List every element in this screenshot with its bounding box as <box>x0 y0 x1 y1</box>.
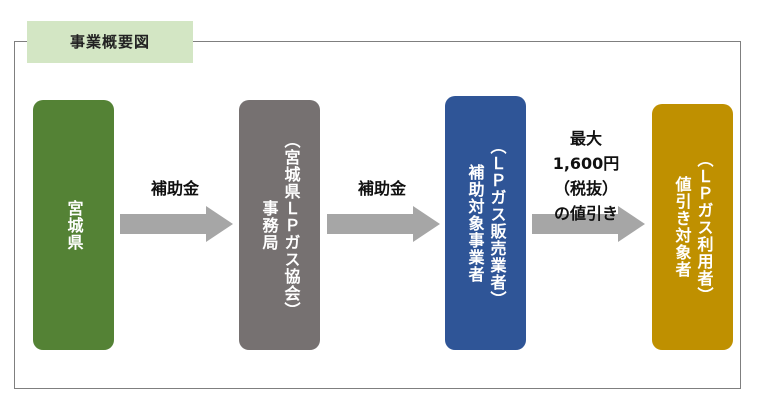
arrow-prefecture-to-association <box>120 206 233 242</box>
edge-label-discount: 最大 1,600円 （税抜） の値引き <box>530 126 642 226</box>
arrow-dealer-to-user <box>532 206 645 242</box>
diagram-frame <box>14 41 741 389</box>
node-lpg-association-label: 事務局 <box>259 199 279 251</box>
node-user-label: 値引き対象者 <box>672 176 692 278</box>
discount-line-max: 最大 <box>569 129 602 148</box>
node-dealer-sublabel: （ＬＰガス販売業者） <box>487 138 507 308</box>
edge-label-subsidy-2: 補助金 <box>357 179 406 198</box>
node-prefecture: 宮城県 <box>33 100 114 350</box>
node-dealer-label: 補助対象事業者 <box>465 163 485 283</box>
node-user-sublabel: （ＬＰガス利用者） <box>694 150 714 304</box>
edge-label-subsidy-1: 補助金 <box>150 179 199 198</box>
node-dealer: 補助対象事業者 （ＬＰガス販売業者） <box>445 96 526 350</box>
node-lpg-association: 事務局 （宮城県ＬＰガス協会） <box>239 100 320 350</box>
diagram-title: 事業概要図 <box>27 21 193 63</box>
node-lpg-association-sublabel: （宮城県ＬＰガス協会） <box>281 131 301 319</box>
discount-line-discount: の値引き <box>553 204 618 223</box>
arrow-association-to-dealer <box>327 206 440 242</box>
node-prefecture-label: 宮城県 <box>64 199 84 251</box>
discount-line-tax: （税抜） <box>553 179 618 198</box>
node-user: 値引き対象者 （ＬＰガス利用者） <box>652 104 733 350</box>
discount-line-amount: 1,600円 <box>552 154 620 173</box>
